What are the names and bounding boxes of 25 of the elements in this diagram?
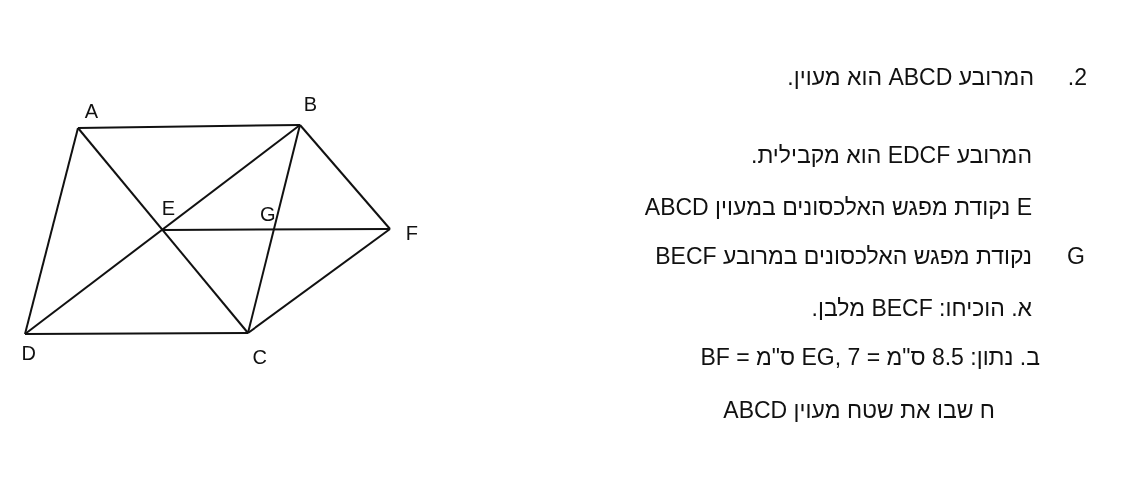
line-segment [24, 127, 79, 335]
vertex-label: E [159, 198, 175, 230]
line-segment [299, 124, 391, 230]
line-segment [24, 124, 301, 335]
text-line: E נקודת מפגש האלכסונים במעוין ABCD [644, 193, 1032, 221]
line-segment [247, 228, 391, 334]
text-line: המרובע EDCF הוא מקבילית. [751, 141, 1032, 169]
text-line: ב. נתון: 8.5 ס"מ = EG, 7 ס"מ = BF [700, 343, 1040, 371]
text-line: ח שבו את שטח מעוין ABCD [723, 396, 995, 424]
vertex-label: A [78, 101, 98, 128]
line-segment [77, 124, 301, 129]
vertex-label: D [20, 334, 36, 363]
vertex-label: G [260, 204, 276, 230]
vertex-label: B [300, 94, 317, 125]
text-line: א. הוכיחו: BECF מלבן. [811, 294, 1032, 322]
line-segment [162, 228, 391, 231]
line-segment [247, 124, 301, 334]
vertex-label: F [390, 221, 418, 243]
text-line: G [1067, 242, 1085, 270]
text-line: המרובע ABCD הוא מעוין. [787, 63, 1034, 91]
text-line: 2. [1067, 63, 1087, 91]
line-segment [24, 332, 249, 335]
text-line: נקודת מפגש האלכסונים במרובע BECF [655, 242, 1032, 270]
vertex-label: C [248, 333, 267, 367]
line-segment [77, 127, 249, 334]
